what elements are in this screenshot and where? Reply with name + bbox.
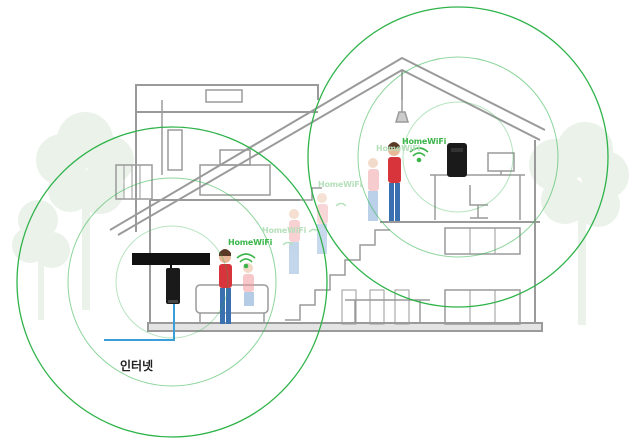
person-icon [289,209,300,274]
wifi-label-faded: HomeWiFi [376,144,421,153]
tv-icon [132,253,210,270]
person-icon [219,249,232,324]
person-icon [243,263,254,306]
person-icon [368,158,379,221]
person-icon [388,142,401,221]
coverage-rings-mesh [307,6,609,308]
internet-cable [104,303,175,341]
router-icon [166,268,180,304]
wifi-icon [409,147,429,163]
lamp-icon [394,70,410,123]
tree-icon [529,122,629,325]
house [109,56,546,332]
coverage-rings-main [16,126,328,438]
internet-label: 인터넷 [120,359,154,373]
tree-icon [36,112,134,310]
desk-icon [430,152,525,220]
wifi-label-main: HomeWiFi [228,238,273,247]
wifi-label-faded: HomeWiFi [318,180,363,189]
mesh-node-icon [447,143,467,177]
wifi-label-faded: HomeWiFi [262,226,307,235]
person-icon [317,193,328,254]
wifi-label-upstairs: HomeWiFi [402,137,447,146]
tree-icon [12,200,70,320]
wifi-icon [236,253,256,269]
